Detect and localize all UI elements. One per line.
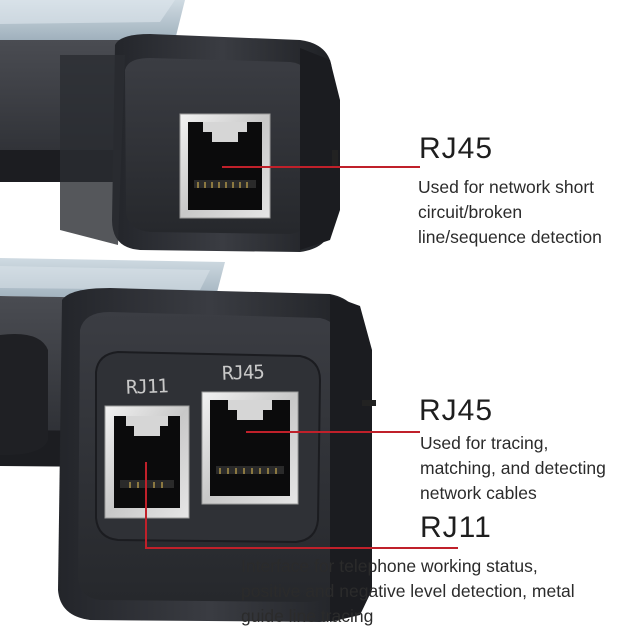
callout-rj11-title: RJ11: [420, 511, 492, 544]
callout-rj11-description: Interface for telephone working status, …: [241, 554, 575, 629]
callout-line: circuit/broken: [418, 202, 523, 222]
callout-rj45-lower-description: Used for tracing, matching, and detectin…: [420, 431, 606, 506]
callout-line: line/sequence detection: [418, 227, 602, 247]
callout-rj45-upper-title: RJ45: [419, 132, 494, 165]
lower-rj45-jack: [201, 391, 299, 505]
leader-lines: [145, 166, 458, 549]
callout-line: Used for tracing,: [420, 433, 549, 453]
callout-line: Used for network short: [418, 177, 595, 197]
rj45-port-etched-label: RJ45: [221, 361, 265, 385]
callout-line: Interface for telephone working status,: [241, 556, 538, 576]
upper-tester-device: [0, 0, 340, 252]
leader-line-rj11: [145, 462, 458, 549]
rj11-port-etched-label: RJ11: [125, 375, 169, 399]
callout-line: positive and negative level detection, m…: [241, 581, 575, 601]
callout-rj45-lower-title: RJ45: [419, 394, 494, 427]
callout-line: network cables: [420, 483, 537, 503]
callout-line: guide line tracing: [241, 606, 374, 626]
lower-tester-device: [0, 258, 376, 622]
callout-rj45-upper-description: Used for network short circuit/broken li…: [418, 175, 602, 250]
callout-line: matching, and detecting: [420, 458, 606, 478]
